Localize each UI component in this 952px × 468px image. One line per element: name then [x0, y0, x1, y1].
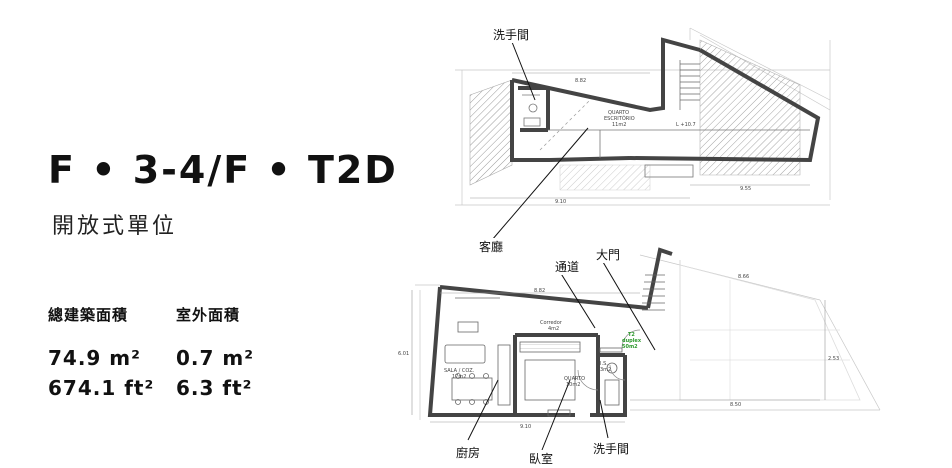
upper-room-label-2: ESCRITÓRIO [604, 115, 635, 122]
dim-upper-955: 9.55 [740, 186, 751, 192]
callout-leaders [467, 41, 656, 451]
unit-type: 開放式單位 [52, 214, 178, 239]
upper-floor-plan: QUARTO ESCRITÓRIO 11m2 L +10.7 8.82 9.10… [455, 27, 831, 206]
sala-area: 17m2 [452, 374, 466, 380]
label-entrance: 大門 [595, 246, 622, 263]
wc-label: I.S. [600, 361, 608, 367]
outdoor-area-sqft: 6.3 ft² [176, 376, 253, 400]
upper-room-area: 11m2 [612, 122, 626, 128]
dim-upper-910: 9.10 [555, 199, 566, 205]
duplex-note-1: T2 [628, 332, 635, 338]
gross-area-block: 總建築面積 74.9 m² 674.1 ft² [48, 304, 154, 403]
gross-area-sqm: 74.9 m² [48, 346, 141, 370]
wc-area: 3m2 [600, 367, 611, 373]
dim-upper-882: 8.82 [575, 78, 586, 84]
gross-area-sqft: 674.1 ft² [48, 376, 155, 400]
upper-level-note: L +10.7 [676, 122, 696, 128]
dim-882: 8.82 [534, 288, 545, 294]
gross-area-label: 總建築面積 [48, 306, 129, 324]
label-kitchen: 廚房 [455, 444, 482, 461]
outdoor-area-label: 室外面積 [176, 306, 241, 324]
label-upper-washroom: 洗手間 [492, 26, 531, 43]
label-living: 客廳 [478, 238, 505, 255]
label-bedroom: 臥室 [528, 450, 555, 467]
dim-601: 6.01 [398, 351, 409, 357]
quarto-area: 10m2 [566, 382, 580, 388]
duplex-note-2: duplex [622, 338, 642, 344]
unit-title: F • 3-4/F • T2D [48, 148, 398, 192]
label-corridor: 通道 [554, 258, 581, 275]
corridor-note: Corredor [540, 320, 563, 326]
sala-label: SALA / COZ. [444, 368, 475, 374]
label-lower-washroom: 洗手間 [592, 440, 631, 457]
outdoor-area-block: 室外面積 0.7 m² 6.3 ft² [176, 304, 254, 403]
upper-room-label: QUARTO [608, 110, 629, 116]
corridor-area: 4m2 [548, 326, 559, 332]
lower-floor-plan: Corredor 4m2 SALA / COZ. 17m2 QUARTO 10m… [398, 247, 881, 430]
dim-866: 8.66 [738, 274, 749, 280]
dim-850: 8.50 [730, 402, 741, 408]
outdoor-area-sqm: 0.7 m² [176, 346, 254, 370]
quarto-label: QUARTO [564, 376, 585, 382]
duplex-note-3: 50m2 [622, 344, 638, 350]
dim-253: 2.53 [828, 356, 839, 362]
dim-910: 9.10 [520, 424, 531, 430]
